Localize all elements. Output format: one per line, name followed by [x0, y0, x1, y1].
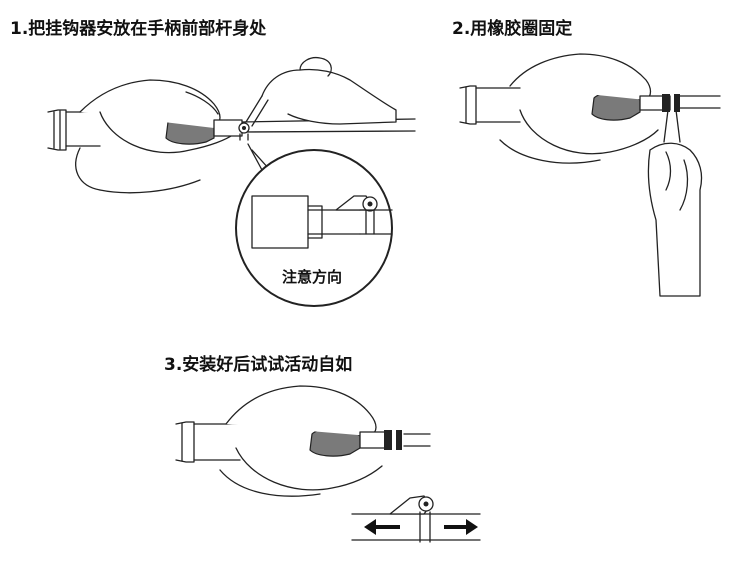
arrow-right-icon — [444, 519, 478, 535]
callout-label: 注意方向 — [282, 266, 342, 287]
step-2-illustration — [460, 54, 720, 296]
step-3-illustration — [176, 386, 480, 542]
hand-icon — [246, 58, 396, 126]
rubber-ring-icon — [640, 94, 680, 142]
arrow-left-icon — [364, 519, 400, 535]
hand-icon — [648, 143, 701, 296]
hook-clip-icon — [360, 430, 402, 450]
hook-clip-icon — [214, 120, 249, 140]
movement-detail — [352, 496, 480, 542]
